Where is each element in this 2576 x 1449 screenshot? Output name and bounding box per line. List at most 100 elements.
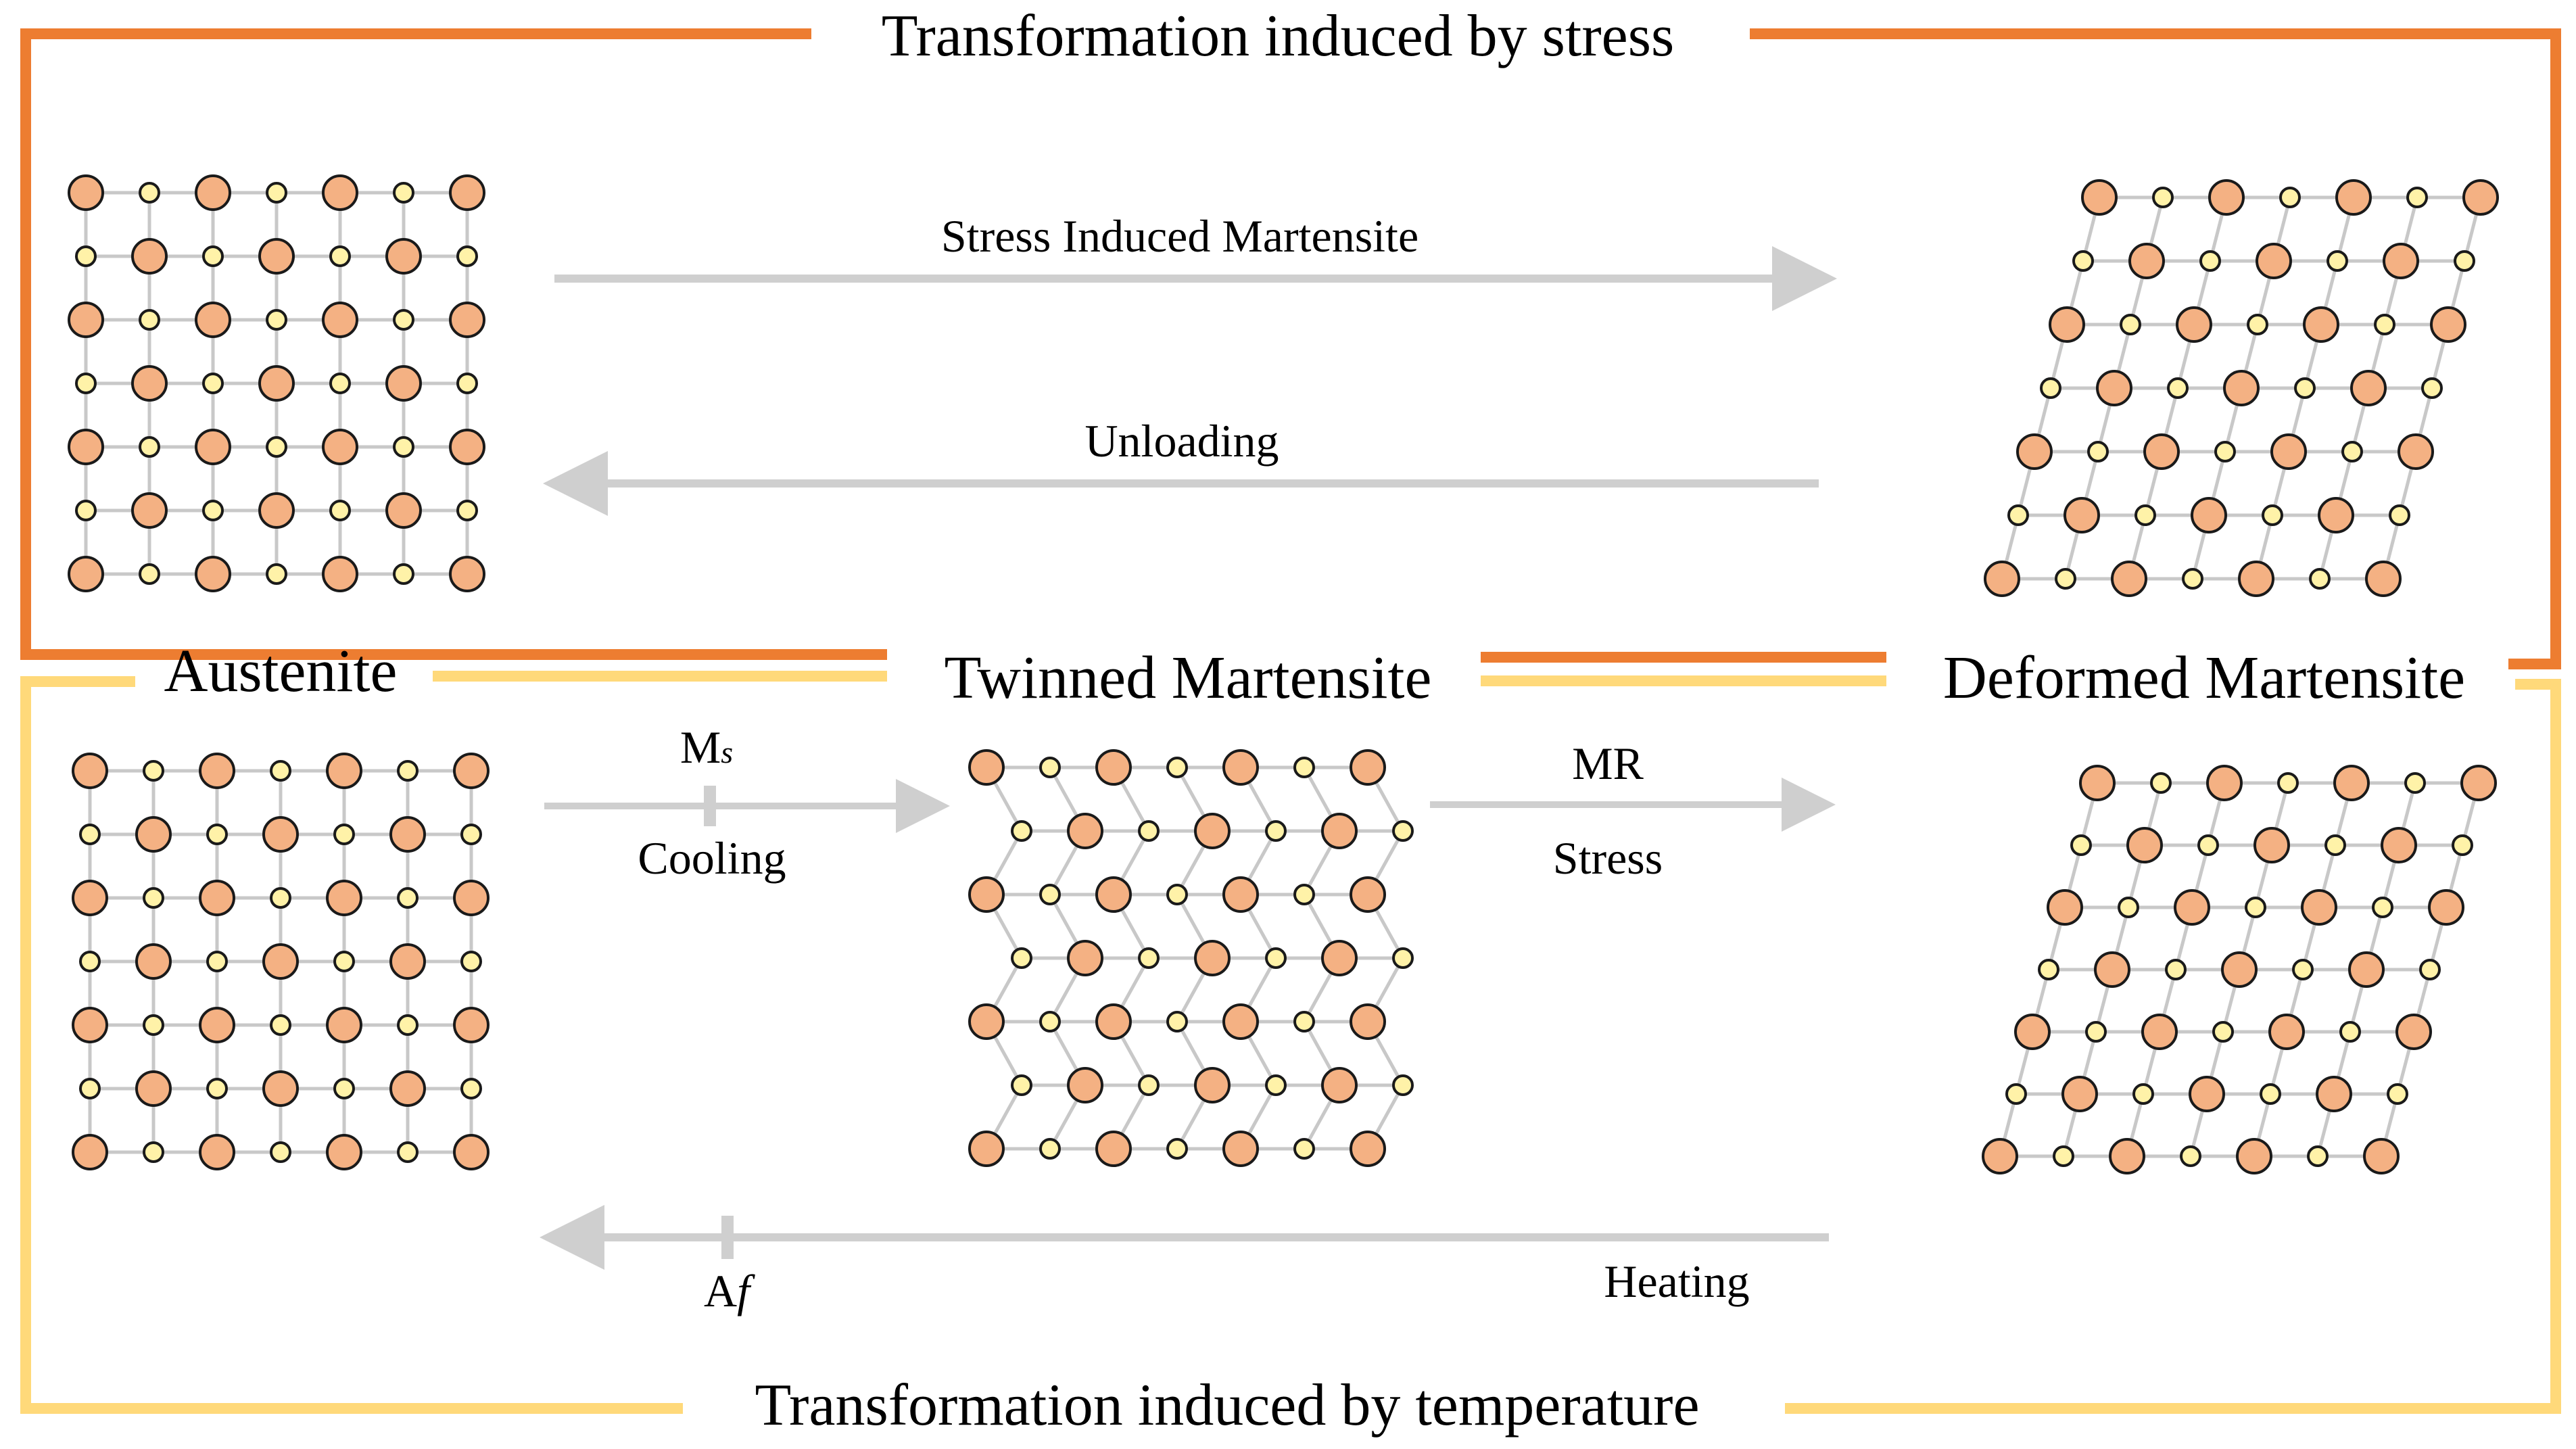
- small-atom: [1392, 820, 1414, 842]
- small-atom: [143, 1014, 164, 1036]
- small-atom: [75, 500, 97, 521]
- small-atom: [270, 1014, 291, 1036]
- small-atom: [2087, 441, 2109, 462]
- large-atom: [2221, 951, 2258, 988]
- large-atom: [195, 302, 231, 338]
- small-atom: [329, 373, 351, 394]
- small-atom: [2007, 504, 2029, 526]
- small-atom: [2199, 250, 2221, 272]
- small-atom: [333, 824, 355, 845]
- large-atom: [449, 302, 485, 338]
- large-atom: [453, 1134, 490, 1170]
- large-atom: [1095, 749, 1132, 786]
- large-atom: [968, 749, 1005, 786]
- small-atom: [456, 500, 478, 521]
- small-atom: [2294, 377, 2316, 399]
- deformed-martensite-lattice-bottom: [1982, 765, 2497, 1174]
- label-twinned-martensite: Twinned Martensite: [944, 644, 1431, 711]
- small-atom: [1293, 1138, 1315, 1160]
- large-atom: [2398, 433, 2434, 470]
- large-atom: [199, 753, 235, 789]
- small-atom: [2182, 568, 2203, 590]
- small-atom: [2247, 314, 2268, 335]
- small-atom: [2277, 772, 2299, 794]
- large-atom: [449, 429, 485, 465]
- small-atom: [79, 951, 101, 972]
- small-atom: [1166, 884, 1188, 905]
- small-atom: [2279, 187, 2301, 208]
- large-atom: [2143, 433, 2180, 470]
- small-atom: [393, 563, 414, 585]
- austenite-lattice-top: [68, 174, 485, 592]
- small-atom: [2372, 897, 2393, 918]
- large-atom: [2094, 951, 2130, 988]
- small-atom: [2134, 504, 2156, 526]
- small-atom: [206, 1078, 228, 1099]
- small-atom: [393, 436, 414, 458]
- large-atom: [2061, 1076, 2098, 1112]
- large-atom: [68, 174, 104, 211]
- small-atom: [2309, 568, 2331, 590]
- large-atom: [1222, 1003, 1259, 1040]
- large-atom: [2016, 433, 2053, 470]
- small-atom: [329, 245, 351, 267]
- large-atom: [1095, 1003, 1132, 1040]
- stress-frame: [20, 28, 2561, 669]
- small-atom: [2387, 1083, 2408, 1105]
- large-atom: [2111, 561, 2147, 597]
- small-atom: [2040, 377, 2061, 399]
- small-atom: [333, 1078, 355, 1099]
- small-atom: [329, 500, 351, 521]
- large-atom: [2350, 370, 2387, 406]
- large-atom: [449, 556, 485, 592]
- small-atom: [143, 760, 164, 782]
- small-atom: [397, 1141, 419, 1163]
- small-atom: [460, 824, 482, 845]
- small-atom: [456, 245, 478, 267]
- small-atom: [143, 1141, 164, 1163]
- large-atom: [2014, 1014, 2051, 1050]
- large-atom: [1350, 1131, 1386, 1167]
- small-atom: [1039, 1011, 1061, 1032]
- small-atom: [2341, 441, 2363, 462]
- large-atom: [1321, 1067, 1358, 1103]
- small-atom: [2085, 1021, 2107, 1043]
- small-atom: [2005, 1083, 2027, 1105]
- small-atom: [2419, 959, 2441, 980]
- small-atom: [1011, 1074, 1032, 1096]
- large-atom: [1194, 1067, 1231, 1103]
- small-atom: [1392, 947, 1414, 969]
- large-atom: [2365, 561, 2402, 597]
- large-atom: [2191, 497, 2227, 533]
- large-atom: [326, 1007, 362, 1043]
- large-atom: [68, 429, 104, 465]
- small-atom: [2180, 1145, 2201, 1167]
- small-atom: [270, 1141, 291, 1163]
- large-atom: [2428, 889, 2464, 926]
- small-atom: [1138, 947, 1160, 969]
- small-atom: [1392, 1074, 1414, 1096]
- small-atom: [2212, 1021, 2234, 1043]
- small-atom: [1166, 1011, 1188, 1032]
- large-atom: [322, 174, 358, 211]
- small-atom: [2072, 250, 2094, 272]
- small-atom: [1039, 884, 1061, 905]
- small-atom: [2055, 568, 2076, 590]
- small-atom: [206, 951, 228, 972]
- large-atom: [322, 556, 358, 592]
- large-atom: [1984, 561, 2020, 597]
- small-atom: [270, 760, 291, 782]
- large-atom: [453, 880, 490, 916]
- large-atom: [453, 753, 490, 789]
- small-atom: [2454, 250, 2475, 272]
- small-atom: [266, 309, 287, 331]
- large-atom: [2395, 1014, 2432, 1050]
- large-atom: [68, 556, 104, 592]
- small-atom: [2292, 959, 2314, 980]
- large-atom: [2301, 889, 2337, 926]
- large-atom: [2253, 827, 2290, 863]
- small-atom: [2118, 897, 2139, 918]
- austenite-lattice-bottom: [72, 753, 490, 1170]
- small-atom: [202, 373, 224, 394]
